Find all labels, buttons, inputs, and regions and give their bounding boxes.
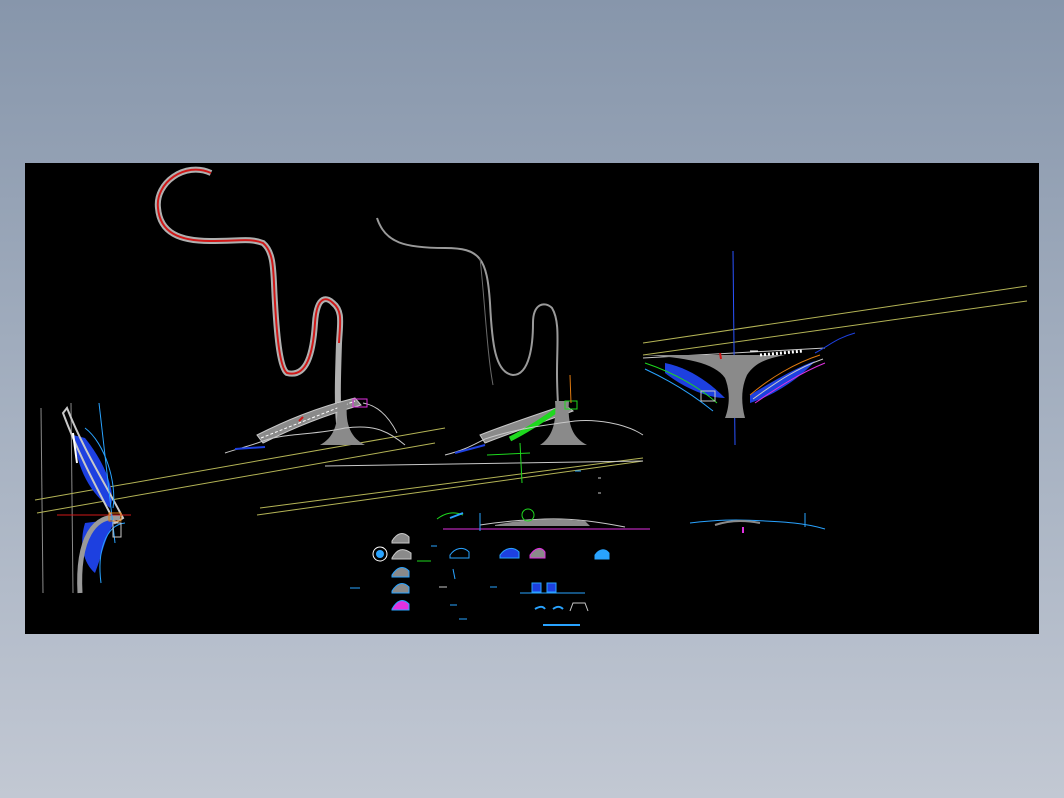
alignment-2-plan[interactable] [256, 217, 644, 516]
axis-green [519, 442, 523, 484]
road-alignment-offset [479, 257, 494, 386]
axis-green-h [486, 452, 531, 456]
section-detail [499, 547, 520, 559]
section-detail [391, 567, 410, 578]
ground-line [642, 285, 1028, 344]
section-detail [529, 547, 546, 559]
profile-drawings[interactable] [436, 508, 826, 533]
detail-callout-inner [376, 550, 384, 558]
section-detail [449, 547, 470, 559]
interchange-loop [99, 522, 126, 584]
interchange-stem [320, 403, 365, 445]
grid-line-vertical [40, 407, 44, 594]
cad-drawing [34, 166, 1028, 626]
small-mark [452, 568, 456, 580]
structure-marker [352, 398, 368, 408]
ramp-lanes [644, 368, 714, 412]
axis [98, 402, 116, 544]
ramp-lanes [752, 358, 824, 400]
section-detail [391, 583, 410, 594]
profile-section-small [449, 512, 464, 519]
left-interchange-plan[interactable] [34, 402, 446, 594]
ground-slope [362, 402, 398, 434]
section-detail [569, 602, 589, 612]
interchange-fill-upper [73, 435, 113, 508]
ground-line [259, 457, 644, 509]
section-box [531, 582, 542, 593]
section-detail [534, 605, 546, 610]
interchange-stem [643, 355, 785, 418]
toll-plaza-marks [759, 349, 804, 357]
right-profile [689, 519, 826, 530]
road-alignment-outer [154, 166, 344, 424]
ramp-lanes [754, 362, 826, 404]
road-alignment-centerline [156, 168, 342, 375]
tree-symbol [521, 508, 535, 522]
section-detail [391, 533, 410, 544]
cross-section-details[interactable] [350, 470, 610, 626]
interchange-fill-right [750, 361, 815, 403]
pavement-edge [454, 444, 486, 454]
edge-line [72, 432, 78, 464]
interchange-fill-left [665, 363, 725, 398]
right-interchange-plan[interactable] [642, 250, 1028, 446]
section-detail [391, 600, 410, 611]
cad-drawing-canvas[interactable] [25, 163, 1039, 634]
section-detail [552, 605, 564, 610]
interchange-ramp [84, 427, 115, 509]
alignment-1-plan[interactable] [154, 166, 406, 454]
longitudinal-profile-fill [495, 519, 590, 526]
marker-orange [569, 374, 572, 404]
detail-callout [372, 546, 388, 562]
road-alignment [376, 217, 561, 434]
ramp-lanes [644, 362, 718, 404]
ground-line [256, 460, 644, 516]
structure-marker [108, 512, 122, 522]
ground-profile [444, 420, 644, 456]
right-profile-fill [714, 519, 761, 526]
marker-red [298, 416, 304, 422]
ramp-lanes [749, 354, 821, 396]
section-detail [594, 549, 610, 560]
section-box [546, 582, 557, 593]
pavement-edge [234, 446, 266, 450]
ground-line [642, 300, 1028, 356]
toll-booth [112, 522, 122, 538]
ramp-bridge [256, 397, 362, 444]
toll-booth [700, 390, 716, 402]
ramp-bridge-detail [260, 400, 356, 439]
marker-red [719, 352, 722, 360]
ground-line [324, 460, 644, 467]
section-detail [391, 549, 412, 560]
road-edge-curve [814, 332, 856, 354]
ground-profile [224, 426, 406, 454]
longitudinal-profile-ground [479, 518, 626, 528]
